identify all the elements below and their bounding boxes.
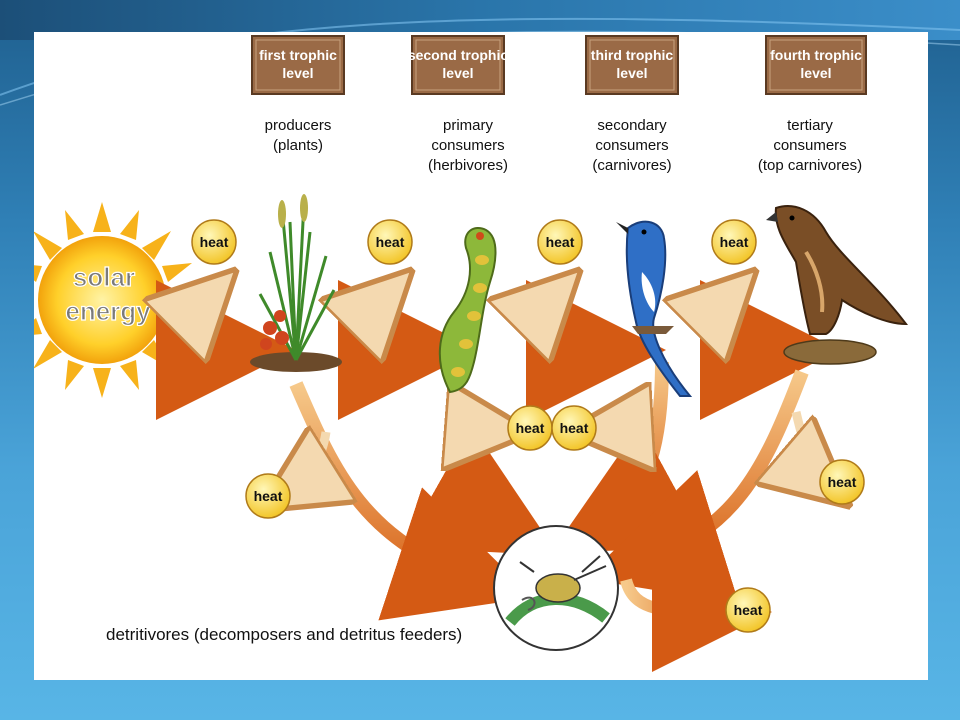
trophic-box-1: first trophic level [251,35,345,95]
caption-2-line3: (herbivores) [428,157,508,174]
heat-circle-5: heat [507,405,553,451]
caption-primary-consumers: primary consumers (herbivores) [428,117,508,174]
caption-4-line1: tertiary [787,117,833,134]
heat-circle-2: heat [367,219,413,265]
heat-label-7: heat [254,488,283,504]
detritivores-label: detritivores (decomposers and detritus f… [106,625,462,644]
heat-label-8: heat [828,474,857,490]
caption-2-line1: primary [443,117,494,134]
caterpillar-icon [438,227,497,394]
diagram-panel: first trophic level second trophic level… [34,32,928,680]
caption-1-line2: (plants) [273,137,323,154]
caption-1-line1: producers [265,117,332,134]
trophic-box-1-line2: level [282,65,313,81]
heat-circle-4: heat [711,219,757,265]
heat-label-6: heat [560,420,589,436]
trophic-levels-diagram: first trophic level second trophic level… [34,35,909,672]
heat-label-1: heat [200,234,229,250]
decomposer-icon [493,525,619,651]
trophic-box-4-line2: level [800,65,831,81]
heat-circle-7: heat [245,473,291,519]
caption-4-line2: consumers [773,137,846,154]
caption-4-line3: (top carnivores) [758,157,862,174]
heat-label-2: heat [376,234,405,250]
trophic-box-3-line1: third trophic [591,47,674,63]
trophic-box-2: second trophic level [408,35,509,95]
hawk-icon [766,205,909,365]
heat-circle-6: heat [551,405,597,451]
plant-icon [250,194,342,372]
heat-label-9: heat [734,602,763,618]
heat-circles: heat heat heat heat heat heat [191,219,865,633]
caption-producers: producers (plants) [265,117,332,154]
caption-3-line2: consumers [595,137,668,154]
heat-label-3: heat [546,234,575,250]
energy-flow-arrows [164,294,824,672]
caption-tertiary-consumers: tertiary consumers (top carnivores) [758,117,862,174]
heat-circle-8: heat [819,459,865,505]
trophic-box-2-line2: level [442,65,473,81]
heat-label-4: heat [720,234,749,250]
bluebird-icon [616,220,693,397]
trophic-box-2-line1: second trophic [408,47,509,63]
caption-3-line1: secondary [597,117,667,134]
heat-label-5: heat [516,420,545,436]
heat-circle-9: heat [725,587,771,633]
caption-2-line2: consumers [431,137,504,154]
caption-secondary-consumers: secondary consumers (carnivores) [592,117,671,174]
trophic-box-3-line2: level [616,65,647,81]
heat-circle-3: heat [537,219,583,265]
solar-line1: solar [73,262,135,292]
heat-circle-1: heat [191,219,237,265]
solar-line2: energy [65,296,151,326]
trophic-box-3: third trophic level [585,35,679,95]
trophic-box-4-line1: fourth trophic [770,47,862,63]
caption-3-line3: (carnivores) [592,157,671,174]
trophic-box-1-line1: first trophic [259,47,337,63]
sun-icon: solar energy [34,202,200,398]
trophic-box-4: fourth trophic level [765,35,867,95]
